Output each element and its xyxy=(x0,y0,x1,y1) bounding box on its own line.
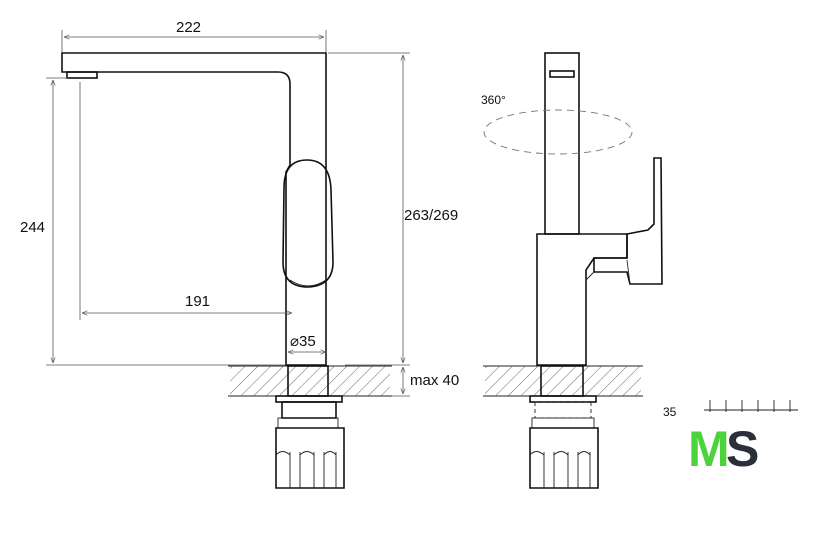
dim-label-base-diameter: ⌀35 xyxy=(290,333,316,350)
side-lever xyxy=(593,157,663,285)
side-view: 360° xyxy=(481,52,663,489)
logo-letter-m: M xyxy=(688,421,730,477)
side-spout-column xyxy=(544,52,580,235)
dim-label-spout-height: 244 xyxy=(20,219,45,236)
partial-view: 35 xyxy=(663,400,798,419)
dim-label-max-thickness: max 40 xyxy=(410,372,459,389)
countertop-hatch-front xyxy=(230,366,390,396)
logo-letter-s: S xyxy=(726,421,759,477)
mounting-nut-front xyxy=(275,427,345,489)
dim-label-spout-reach: 222 xyxy=(176,19,201,36)
dim-label-lever-reach: 191 xyxy=(185,293,210,310)
faucet-body-outline xyxy=(61,52,327,366)
ms-logo: M S xyxy=(688,421,759,477)
partial-label: 35 xyxy=(663,405,677,419)
dim-label-total-height: 263/269 xyxy=(404,207,458,224)
rotation-label: 360° xyxy=(481,93,506,107)
side-cartridge-body xyxy=(536,233,628,366)
front-view: 222 263/269 max 40 244 191 ⌀35 xyxy=(20,19,459,489)
aerator xyxy=(66,71,98,79)
lever-handle xyxy=(282,159,334,288)
countertop-hatch-side xyxy=(485,366,641,396)
rotation-ellipse xyxy=(483,109,633,155)
mounting-nut-side xyxy=(529,427,599,489)
